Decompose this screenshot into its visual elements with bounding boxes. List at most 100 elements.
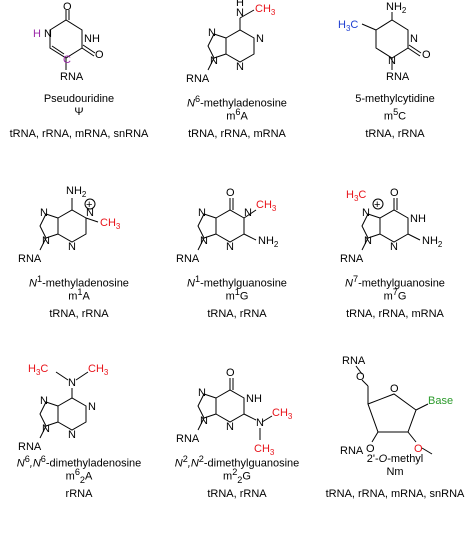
m1g-n3: N <box>226 241 234 253</box>
m6a-rna: RNA <box>186 73 210 85</box>
m6a-ch3: CH3 <box>255 3 276 17</box>
nm-name: 2'-O-methyl <box>366 453 424 465</box>
m7g-plus: + <box>374 199 380 211</box>
m5c-n1: N <box>388 55 396 67</box>
n6n6-dimethyladenosine-structure: H3C CH3 N N N N N RNA <box>18 363 109 453</box>
m7g-rna-types: tRNA, rRNA, mRNA <box>346 308 444 320</box>
m1g-ch3: CH3 <box>256 199 277 213</box>
pseudouridine-nh: NH <box>84 33 100 45</box>
nm-o-ring: O <box>390 383 399 395</box>
n7-methylguanosine-cell: O H3C + NH NH2 N N N RNA N7-methylguanos… <box>316 180 474 360</box>
n1-methyladenosine-cell: NH2 + CH3 N N N N RNA N1-methyladenosine… <box>0 180 158 360</box>
m1a-nh2: NH2 <box>66 185 87 199</box>
m6a-name: N6-methyladenosine <box>187 94 287 110</box>
m1g-nh2: NH2 <box>258 235 279 249</box>
m62a-n3: N <box>68 429 76 441</box>
pseudouridine-c: C <box>63 54 71 66</box>
n2n2-dimethylguanosine-cell: O NH N CH3 CH3 N N N RNA N2,N2-dimethylg… <box>158 360 316 540</box>
m1g-n9: N <box>200 235 208 247</box>
m6a-rna-types: tRNA, rRNA, mRNA <box>188 128 286 140</box>
m22g-name: N2,N2-dimethylguanosine <box>174 454 300 470</box>
m6a-n1: N <box>256 33 264 45</box>
m7g-name: N7-methylguanosine <box>345 274 445 290</box>
m6a-nh-n: N <box>236 7 244 19</box>
m1a-rna-types: tRNA, rRNA <box>49 308 109 320</box>
n6n6-dimethyladenosine-cell: H3C CH3 N N N N N RNA N6,N6-dimethyladen… <box>0 360 158 540</box>
m22g-o: O <box>226 367 235 379</box>
pseudouridine-rna-types: tRNA, rRNA, mRNA, snRNA <box>9 128 149 140</box>
m62a-n6: N <box>68 377 76 389</box>
m1g-n7: N <box>198 207 206 219</box>
n1-methyladenosine-structure: NH2 + CH3 N N N N RNA <box>18 185 121 265</box>
m5c-o: O <box>422 49 431 61</box>
m1a-n3: N <box>68 241 76 253</box>
m6a-n7: N <box>208 27 216 39</box>
m1g-abbr: m1G <box>225 287 249 303</box>
m5c-rna-types: tRNA, rRNA <box>365 128 425 140</box>
m1a-n1: N <box>86 207 94 219</box>
m1a-n9: N <box>42 235 50 247</box>
pseudouridine-h: H <box>33 28 41 40</box>
n6-methyladenosine-structure: N H CH3 N N N N RNA <box>186 0 276 85</box>
m22g-n3: N <box>226 421 234 433</box>
nm-abbr: Nm <box>386 466 404 478</box>
m62a-n7: N <box>40 395 48 407</box>
n1-methylguanosine-structure: O CH3 NH2 N N N N RNA <box>176 187 279 265</box>
pseudouridine-o-right: O <box>95 49 104 61</box>
pseudouridine-n: N <box>44 28 52 40</box>
m6a-n3: N <box>236 61 244 73</box>
m1g-rna: RNA <box>176 253 200 265</box>
2-o-methyl-structure: RNA O O Base O RNA O <box>340 355 453 457</box>
n7-methylguanosine-structure: O H3C + NH NH2 N N N RNA <box>340 187 443 265</box>
5-methylcytidine-structure: NH2 H3C N N O RNA <box>338 1 431 83</box>
n1-methylguanosine-cell: O CH3 NH2 N N N N RNA N1-methylguanosine… <box>158 180 316 360</box>
m7g-h3c: H3C <box>346 189 366 203</box>
m1a-name: N1-methyladenosine <box>29 274 129 290</box>
m7g-n9: N <box>364 235 372 247</box>
m6a-n9: N <box>210 55 218 67</box>
m22g-ch3a: CH3 <box>272 407 293 421</box>
m22g-n7: N <box>198 387 206 399</box>
m5c-rna: RNA <box>386 71 410 83</box>
pseudouridine-abbr: Ψ <box>74 106 84 118</box>
m7g-nh: NH <box>410 213 426 225</box>
m62a-rna-types: rRNA <box>65 488 93 500</box>
nm-o-3: O <box>366 443 375 455</box>
m1a-ch3: CH3 <box>100 217 121 231</box>
nm-o-5: O <box>356 371 365 383</box>
m1g-name: N1-methylguanosine <box>187 274 287 290</box>
m6a-h: H <box>236 0 244 9</box>
pseudouridine-name: Pseudouridine <box>43 93 115 105</box>
m22g-n2: N <box>256 417 264 429</box>
5-methylcytidine-cell: NH2 H3C N N O RNA 5-methylcytidine m5C t… <box>316 0 474 180</box>
m5c-abbr: m5C <box>383 107 407 123</box>
pseudouridine-rna: RNA <box>60 71 84 83</box>
m1a-abbr: m1A <box>68 287 90 303</box>
pseudouridine-structure: O O NH H N C RNA <box>33 1 104 83</box>
m62a-rna: RNA <box>18 441 42 453</box>
m5c-h3c: H3C <box>338 19 358 33</box>
m22g-nh: NH <box>246 393 262 405</box>
m62a-name: N6,N6-dimethyladenosine <box>16 454 142 470</box>
m62a-abbr: m62A <box>65 467 93 485</box>
m7g-abbr: m7G <box>383 287 407 303</box>
m7g-nh2: NH2 <box>422 235 443 249</box>
m7g-n3: N <box>390 241 398 253</box>
nm-rna-types: tRNA, rRNA, mRNA, snRNA <box>325 488 465 500</box>
m1g-rna-types: tRNA, rRNA <box>207 308 267 320</box>
m22g-rna-types: tRNA, rRNA <box>207 488 267 500</box>
nm-rna-bottom: RNA <box>340 445 364 457</box>
m5c-name: 5-methylcytidine <box>355 93 435 105</box>
m1a-rna: RNA <box>18 253 42 265</box>
m22g-abbr: m22G <box>223 467 251 485</box>
m7g-n7: N <box>362 207 370 219</box>
m22g-rna: RNA <box>176 433 200 445</box>
m22g-n9: N <box>200 415 208 427</box>
m1g-n1: N <box>244 207 252 219</box>
m7g-o: O <box>390 187 399 199</box>
pseudouridine-o-top: O <box>63 1 72 13</box>
2-o-methyl-cell: RNA O O Base O RNA O 2'-O-methyl Nm tRNA… <box>316 355 474 540</box>
n6-methyladenosine-cell: N H CH3 N N N N RNA N6-methyladenosine m… <box>158 0 316 180</box>
m7g-rna: RNA <box>340 253 364 265</box>
m62a-n1: N <box>88 401 96 413</box>
